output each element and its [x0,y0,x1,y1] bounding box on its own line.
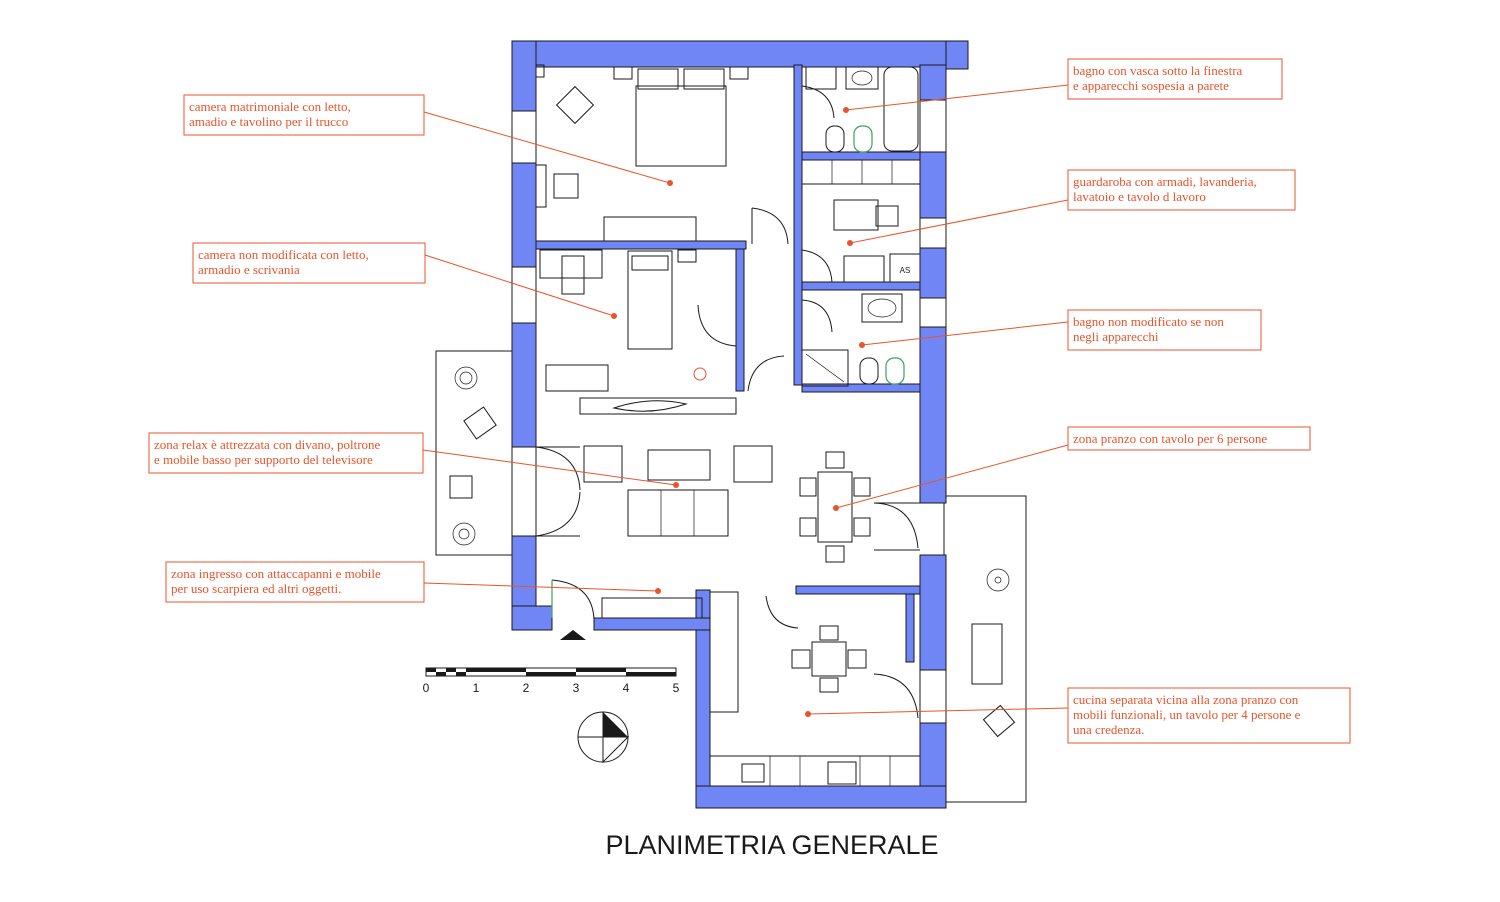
annotation-dot [805,711,811,717]
annotation-dot [843,107,849,113]
annotation-box [1067,426,1311,451]
annotation-dot [833,505,839,511]
annotation-text: camera non modificata con letto, [198,247,369,262]
annotation-text: una credenza. [1073,722,1144,737]
annotation-box [1067,58,1283,100]
annotation-text: bagno non modificato se non [1073,314,1224,329]
scale-label: 4 [623,681,630,695]
annotation-text: zona pranzo con tavolo per 6 persone [1073,431,1267,446]
annotation: zona pranzo con tavolo per 6 persone [833,426,1311,511]
washing-machine-label: AS [900,266,911,275]
scale-label: 3 [573,681,580,695]
annotation: camera non modificata con letto,armadio … [192,242,617,319]
annotation-text: guardaroba con armadi, lavanderia, [1073,174,1257,189]
annotation-box [165,561,425,603]
annotation-box [192,242,426,284]
annotation: guardaroba con armadi, lavanderia,lavato… [847,169,1296,246]
scale-label: 0 [423,681,430,695]
leader-line [845,84,1069,111]
annotation: zona ingresso con attaccapanni e mobilep… [165,561,661,603]
annotation-text: bagno con vasca sotto la finestra [1073,63,1243,78]
annotation-box [148,432,424,474]
annotation-text: zona ingresso con attaccapanni e mobile [171,566,381,581]
annotation-dot [859,342,865,348]
annotation-text: e mobile basso per supporto del televiso… [154,452,373,467]
leader-line [807,707,1069,715]
leader-line [423,582,659,592]
right-balcony [943,495,1027,803]
walls [511,40,969,809]
leader-line [424,254,615,317]
leader-line [849,199,1069,244]
leader-line [422,449,677,486]
windows [511,99,947,724]
doors [511,85,920,719]
left-balcony [435,350,513,556]
annotation: cucina separata vicina alla zona pranzo … [805,687,1351,744]
annotation-text: cucina separata vicina alla zona pranzo … [1073,692,1299,707]
annotation-dot [847,240,853,246]
scale-bar: 0 1 2 3 4 5 [423,667,680,695]
annotation-dot [611,313,617,319]
annotation-text: amadio e tavolino per il trucco [189,114,348,129]
annotation-dot [655,588,661,594]
annotation: zona relax è attrezzata con divano, polt… [148,432,679,488]
scale-label: 5 [673,681,680,695]
annotation-dot [673,482,679,488]
annotation-text: e apparecchi sospesia a parete [1073,78,1229,93]
annotation-text: negli apparecchi [1073,329,1159,344]
scale-label: 1 [473,681,480,695]
leader-line [423,111,671,184]
annotation-box [1067,687,1351,744]
page-title: PLANIMETRIA GENERALE [605,830,938,860]
annotations: camera matrimoniale con letto,amadio e t… [148,58,1351,744]
annotation-text: camera matrimoniale con letto, [189,99,351,114]
annotation-box [183,94,425,136]
annotation-dot [667,180,673,186]
annotation-text: mobili funzionali, un tavolo per 4 perso… [1073,707,1301,722]
annotation-box [1067,309,1262,351]
leader-line [861,321,1069,346]
annotation: camera matrimoniale con letto,amadio e t… [183,94,673,186]
annotation-box [1067,169,1296,211]
scale-label: 2 [523,681,530,695]
annotation-text: armadio e scrivania [198,262,300,277]
north-arrow-icon [577,711,630,764]
annotation-text: zona relax è attrezzata con divano, polt… [154,437,381,452]
annotation-text: per uso scarpiera ed altri oggetti. [171,581,341,596]
leader-line [835,444,1069,509]
entrance-arrow-icon [560,630,586,640]
furniture [535,64,921,787]
annotation-text: lavatoio e tavolo d lavoro [1073,189,1206,204]
